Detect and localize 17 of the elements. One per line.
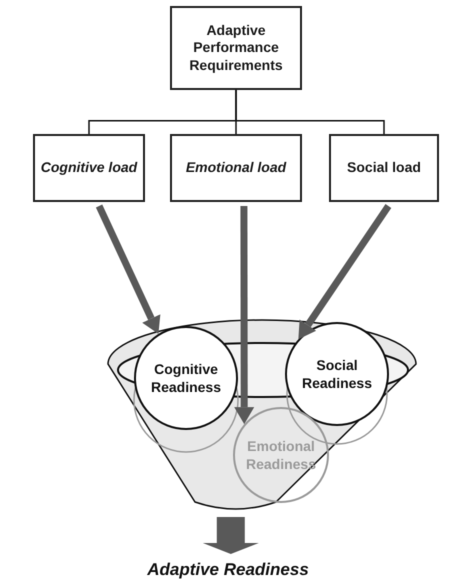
node-label: Adaptive Performance Requirements <box>188 22 284 74</box>
label-box <box>170 134 302 202</box>
connector-line <box>235 90 385 134</box>
node-label: Cognitive Readiness <box>150 360 222 396</box>
node-label: Emotional Readiness <box>244 436 318 474</box>
arrow <box>234 206 254 424</box>
node-label: Emotional load <box>186 159 286 177</box>
node-label: Social load <box>347 159 421 177</box>
label-box <box>33 134 145 202</box>
arrow <box>96 204 160 334</box>
node-label: Adaptive Readiness <box>147 559 309 582</box>
label-box <box>170 6 302 90</box>
label-box <box>329 134 439 202</box>
node-label: Cognitive load <box>40 159 138 177</box>
arrow <box>202 517 259 554</box>
arrow <box>298 204 392 340</box>
node-label: Social Readiness <box>300 356 374 392</box>
